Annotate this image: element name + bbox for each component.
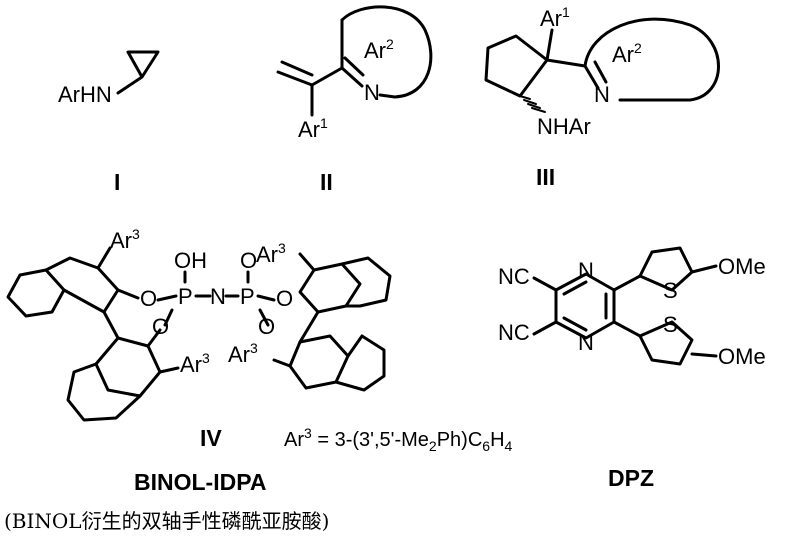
dpz-n-bottom: N	[578, 330, 594, 355]
compound-IV-o-double: O	[240, 248, 257, 273]
dpz-nc-bottom: NC	[498, 320, 530, 345]
compound-III-nhar: NHAr	[537, 114, 591, 139]
compound-I-arhn: ArHN	[58, 82, 112, 107]
dpz-s-bottom: S	[663, 312, 678, 337]
compound-IV-p2: P	[240, 284, 255, 309]
compound-IV-ar3-bottom-right: Ar3	[228, 340, 258, 367]
compound-IV-ar3-bottom-left: Ar3	[180, 350, 210, 377]
compound-IV-ar3-top-right: Ar3	[256, 240, 286, 267]
ar3-definition: Ar3 = 3-(3',5'-Me2Ph)C6H4	[284, 425, 513, 454]
compound-IV-n: N	[210, 284, 226, 309]
dpz-n-top: N	[578, 258, 594, 283]
compound-IV-ar3-top-left: Ar3	[110, 226, 140, 253]
dpz-structure: NC NC N N S S OMe OMe	[498, 246, 766, 369]
compound-III-ar2: Ar2	[612, 40, 642, 67]
compound-IV-o3: O	[276, 286, 293, 311]
compound-III-n: N	[594, 82, 610, 107]
compound-IV-label: IV	[200, 425, 222, 451]
compound-II-structure: Ar2 N Ar1	[276, 5, 433, 142]
dpz-nc-top: NC	[498, 264, 530, 289]
compound-IV-structure: Ar3 Ar3 O O P N P OH O O O Ar3 Ar3	[6, 226, 392, 422]
compound-IV-o2: O	[152, 314, 169, 339]
dpz-s-top: S	[663, 278, 678, 303]
dpz-ome-top: OMe	[718, 254, 766, 279]
compound-I-label: I	[114, 169, 120, 195]
compound-II-ar2: Ar2	[364, 36, 394, 63]
compound-IV-o1: O	[140, 286, 157, 311]
compound-IV-o4: O	[258, 314, 275, 339]
compound-III-label: III	[536, 164, 555, 190]
compound-II-ar1: Ar1	[298, 115, 328, 142]
compound-IV-oh: OH	[174, 248, 207, 273]
dpz-label: DPZ	[608, 465, 654, 491]
compound-III-structure: Ar1 Ar2 N NHAr	[484, 4, 720, 139]
compound-IV-p1: P	[178, 284, 193, 309]
compound-III-ar1: Ar1	[540, 4, 570, 31]
compound-II-label: II	[320, 169, 333, 195]
dpz-ome-bottom: OMe	[718, 344, 766, 369]
compound-I-structure: ArHN	[58, 50, 160, 107]
binol-idpa-name: BINOL-IDPA	[134, 469, 266, 495]
binol-caption: (BINOL衍生的双轴手性磷酰亚胺酸)	[4, 509, 330, 533]
compound-II-n: N	[364, 80, 380, 105]
